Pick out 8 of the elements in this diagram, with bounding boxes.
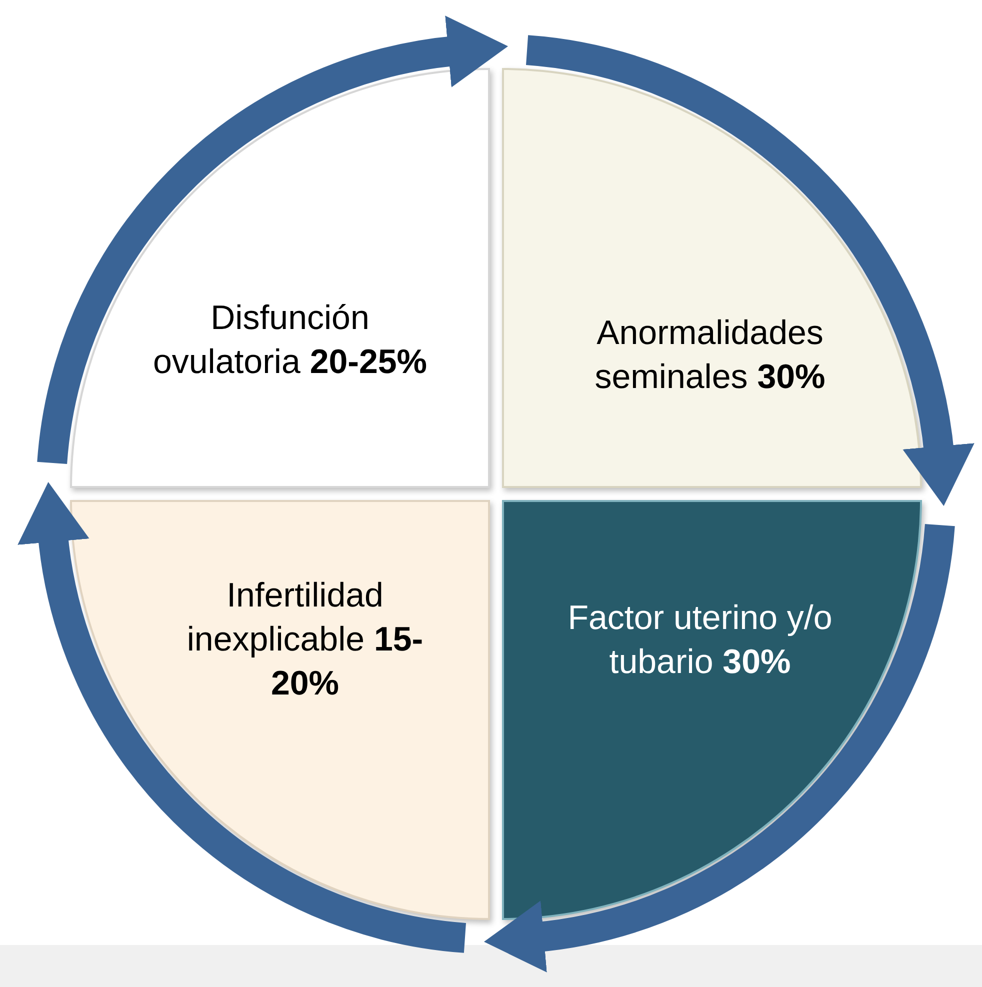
segment-label: Factor uterino y/o tubario 30%	[566, 598, 834, 683]
segment-label: Disfunción ovulatoria 20-25%	[152, 298, 428, 383]
curved-arrow	[484, 523, 955, 972]
curved-arrow	[18, 482, 467, 953]
segment-label: Anormalidades seminales 30%	[594, 312, 826, 398]
curved-arrow	[37, 16, 508, 465]
segment-label: Infertilidad inexplicable 15-20%	[186, 576, 424, 706]
curved-arrow	[525, 35, 974, 506]
